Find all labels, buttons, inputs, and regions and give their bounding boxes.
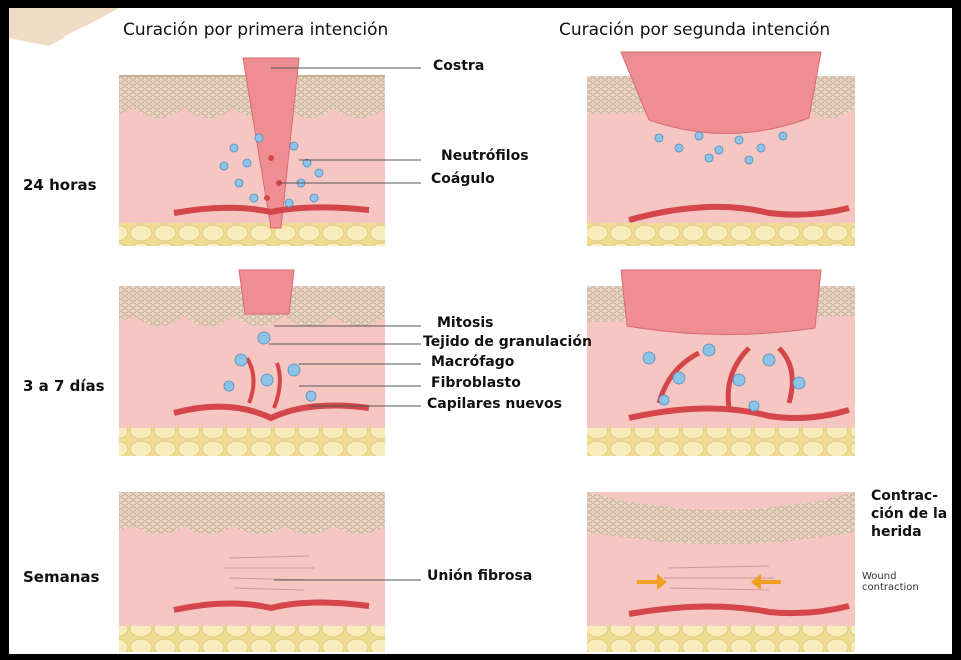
panel-primary-24h	[119, 58, 385, 246]
label-tejido-granulacion: Tejido de granulación	[423, 334, 592, 350]
label-costra: Costra	[433, 58, 484, 74]
label-macrofago: Macrófago	[431, 354, 514, 370]
label-wound-contraction-2: contraction	[862, 582, 919, 593]
header-secondary-intention: Curación por segunda intención	[559, 20, 830, 40]
label-contraccion-3: herida	[871, 524, 922, 540]
label-mitosis: Mitosis	[437, 315, 494, 331]
label-union-fibrosa: Unión fibrosa	[427, 568, 532, 584]
stage-24-hours: 24 horas	[23, 176, 97, 194]
stage-weeks: Semanas	[23, 568, 99, 586]
panel-secondary-3-7d	[587, 270, 855, 456]
page: Curación por primera intención Curación …	[9, 8, 952, 654]
header-primary-intention: Curación por primera intención	[123, 20, 388, 40]
label-coagulo: Coágulo	[431, 171, 495, 187]
panel-primary-3-7d	[119, 270, 385, 456]
label-capilares-nuevos: Capilares nuevos	[427, 396, 562, 412]
panel-secondary-weeks	[587, 492, 855, 652]
label-fibroblasto: Fibroblasto	[431, 375, 521, 391]
panel-primary-weeks	[119, 492, 385, 652]
wound-healing-illustration	[9, 8, 952, 654]
corner-decoration	[9, 8, 119, 46]
label-contraccion-1: Contrac-	[871, 488, 938, 504]
stage-3-7-days: 3 a 7 días	[23, 377, 105, 395]
label-wound-contraction-1: Wound	[862, 571, 896, 582]
label-contraccion-2: ción de la	[871, 506, 947, 522]
label-neutrofilos: Neutrófilos	[441, 148, 529, 164]
panel-secondary-24h	[587, 52, 855, 246]
